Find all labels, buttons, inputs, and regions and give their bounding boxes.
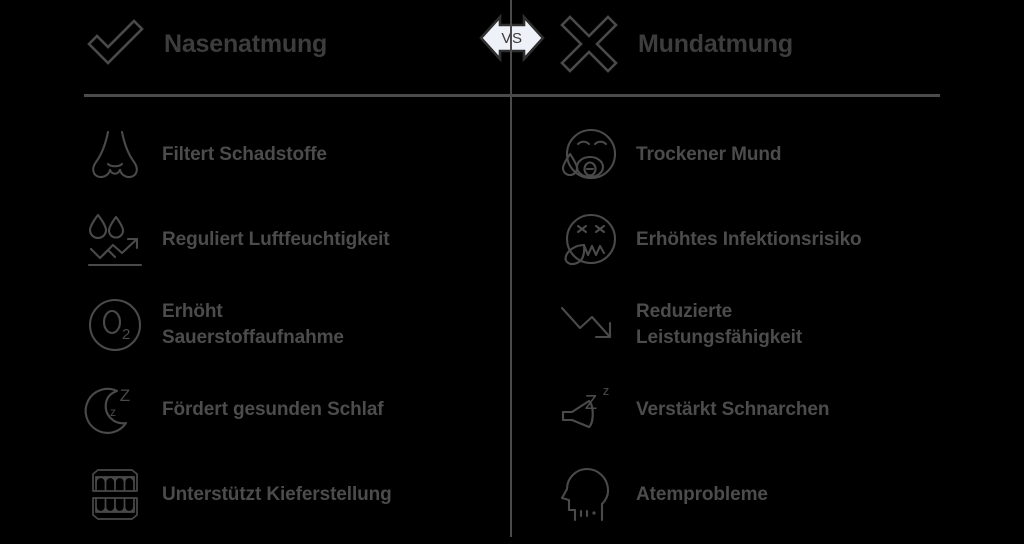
list-item-label: Reguliert Luftfeuchtigkeit bbox=[162, 228, 390, 250]
list-item: Atemprobleme bbox=[558, 452, 988, 537]
list-item: Reguliert Luftfeuchtigkeit bbox=[84, 197, 514, 282]
list-item-label: Verstärkt Schnarchen bbox=[636, 398, 830, 420]
list-item-label: Fördert gesunden Schlaf bbox=[162, 398, 384, 420]
list-item: Z z Verstärkt Schnarchen bbox=[558, 367, 988, 452]
horizontal-divider bbox=[84, 94, 940, 97]
header-right-title: Mundatmung bbox=[638, 29, 793, 58]
list-item: Reduzierte Leistungsfähigkeit bbox=[558, 282, 988, 367]
vs-badge: VS bbox=[478, 13, 546, 63]
snoring-megaphone-icon: Z z bbox=[558, 379, 620, 441]
list-item-label: Erhöhtes Infektionsrisiko bbox=[636, 228, 862, 250]
head-profile-icon bbox=[558, 464, 620, 526]
sneezing-face-icon bbox=[558, 209, 620, 271]
list-item-label: Atemprobleme bbox=[636, 483, 768, 505]
svg-text:Z: Z bbox=[120, 386, 130, 405]
list-item-label: Reduzierte Leistungsfähigkeit bbox=[636, 301, 803, 348]
nasal-breathing-benefits: Filtert Schadstoffe Reguliert Luftfeucht… bbox=[84, 112, 514, 537]
sleep-moon-icon: Z z bbox=[84, 379, 146, 441]
list-item-label: Erhöht Sauerstoffaufnahme bbox=[162, 301, 344, 348]
svg-text:Z: Z bbox=[585, 392, 597, 414]
teeth-icon bbox=[84, 464, 146, 526]
header: Nasenatmung Mundatmung VS bbox=[0, 0, 1024, 94]
svg-text:2: 2 bbox=[122, 326, 130, 343]
double-arrow-badge-icon bbox=[479, 13, 545, 63]
list-item-label: Filtert Schadstoffe bbox=[162, 143, 327, 165]
list-item: 2 Erhöht Sauerstoffaufnahme bbox=[84, 282, 514, 367]
check-mark-icon bbox=[84, 13, 146, 75]
list-item-label: Unterstützt Kieferstellung bbox=[162, 483, 392, 505]
humidity-icon bbox=[84, 209, 146, 271]
vs-label: VS bbox=[501, 29, 523, 47]
list-item: Unterstützt Kieferstellung bbox=[84, 452, 514, 537]
header-right: Mundatmung bbox=[558, 8, 793, 80]
cross-mark-icon bbox=[558, 13, 620, 75]
header-left: Nasenatmung bbox=[84, 8, 327, 80]
list-item: Z z Fördert gesunden Schlaf bbox=[84, 367, 514, 452]
svg-text:z: z bbox=[110, 405, 116, 419]
list-item: Trockener Mund bbox=[558, 112, 988, 197]
mouth-breathing-drawbacks: Trockener Mund Erhöhtes Infektionsrisiko bbox=[558, 112, 988, 537]
list-item: Filtert Schadstoffe bbox=[84, 112, 514, 197]
dry-mouth-face-icon bbox=[558, 124, 620, 186]
list-item-label: Trockener Mund bbox=[636, 143, 782, 165]
oxygen-icon: 2 bbox=[84, 294, 146, 356]
list-item: Erhöhtes Infektionsrisiko bbox=[558, 197, 988, 282]
vertical-divider bbox=[510, 0, 512, 537]
downward-arrow-icon bbox=[558, 294, 620, 356]
nose-icon bbox=[84, 124, 146, 186]
svg-text:z: z bbox=[603, 383, 610, 398]
header-left-title: Nasenatmung bbox=[164, 29, 328, 58]
